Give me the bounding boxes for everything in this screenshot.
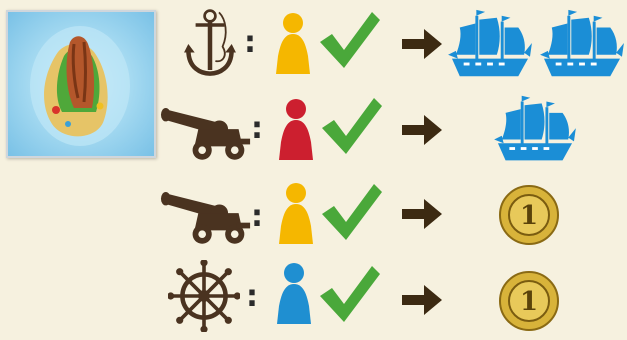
- checkmark-icon: [316, 8, 382, 72]
- checkmark-icon: [318, 180, 384, 244]
- ship-icon: [492, 92, 578, 168]
- colon-separator: :: [244, 272, 260, 322]
- anchor-icon: [183, 6, 237, 80]
- cannon-icon: [160, 96, 252, 166]
- arrow-right-icon: [400, 26, 444, 62]
- ship-icon: [538, 6, 626, 84]
- arrow-right-icon: [400, 196, 444, 232]
- red-pawn-icon: [278, 98, 314, 160]
- arrow-right-icon: [400, 112, 444, 148]
- ship-icon: [446, 6, 534, 84]
- colon-separator: :: [242, 18, 258, 68]
- coin-value: 1: [520, 287, 538, 317]
- colon-separator: :: [249, 104, 265, 154]
- coin-value: 1: [520, 201, 538, 231]
- rule-row: : 1: [0, 180, 627, 260]
- rule-row: :: [0, 92, 627, 172]
- yellow-pawn-icon: [275, 12, 311, 74]
- cannon-icon: [160, 180, 252, 250]
- coin-icon: 1: [498, 184, 560, 246]
- ships-wheel-icon: [168, 260, 240, 332]
- rule-row: :: [0, 6, 627, 86]
- arrow-right-icon: [400, 282, 444, 318]
- rule-row: : 1: [0, 260, 627, 340]
- yellow-pawn-icon: [278, 182, 314, 244]
- checkmark-icon: [316, 262, 382, 326]
- colon-separator: :: [249, 192, 265, 242]
- coin-icon: 1: [498, 270, 560, 332]
- blue-pawn-icon: [276, 262, 312, 324]
- checkmark-icon: [318, 94, 384, 158]
